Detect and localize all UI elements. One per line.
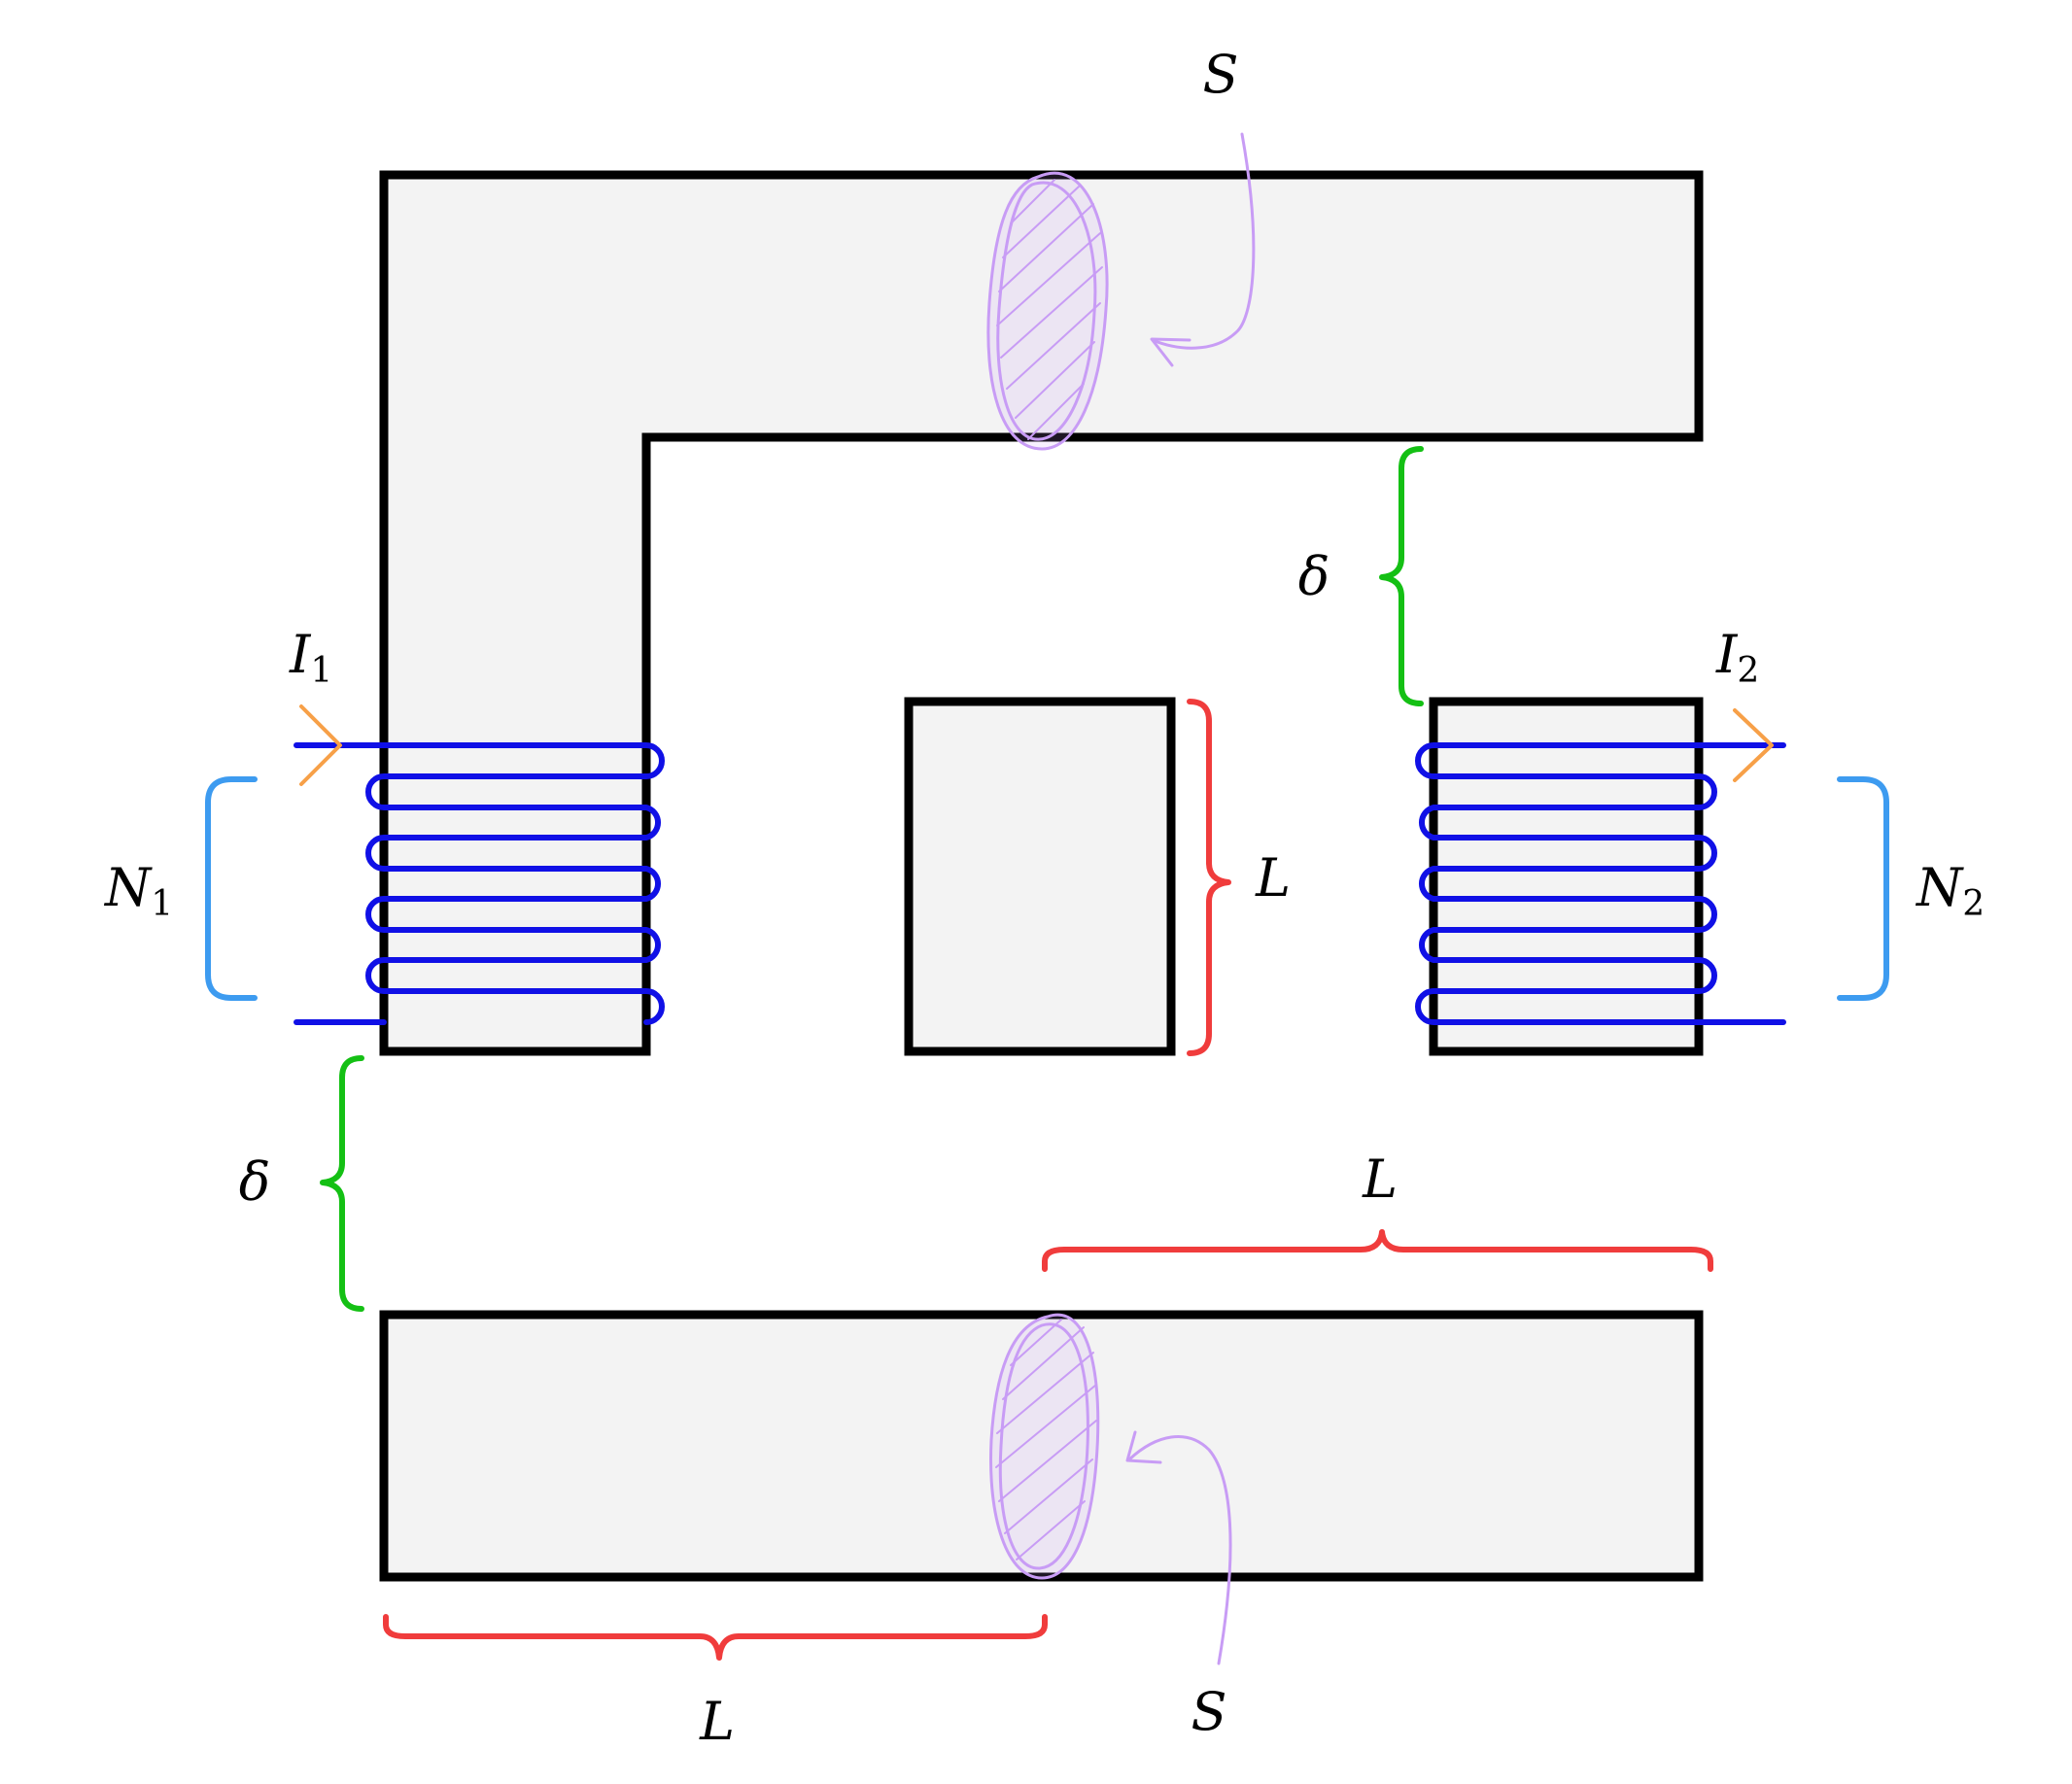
label-current-2: I2	[1715, 624, 1759, 691]
right-winding	[1415, 742, 1786, 1025]
right-winding-coil	[1415, 742, 1786, 1025]
label-gap-right: δ	[1298, 546, 1330, 607]
turns-1-brace	[205, 776, 258, 1001]
cross-section-bottom-shape	[989, 1313, 1100, 1580]
label-turns-2: N2	[1915, 857, 1985, 924]
label-current-1-symbol: I	[289, 624, 312, 685]
cross-section-bottom-outline-2	[998, 1322, 1089, 1570]
left-winding-coil	[294, 742, 665, 1025]
length-bottom-right-brace	[1042, 1229, 1713, 1272]
cross-section-top-outline-2	[996, 181, 1097, 441]
cross-section-bottom-hatching	[995, 1319, 1097, 1561]
label-turns-2-symbol: N	[1915, 857, 1964, 918]
cross-section-bottom-pointer	[1127, 1435, 1232, 1665]
label-cross-section-top: S	[1203, 44, 1239, 105]
label-length-bottom-left: L	[699, 1691, 735, 1752]
length-center-brace	[1187, 699, 1231, 1056]
length-bottom-left-brace	[383, 1614, 1048, 1661]
label-length-bottom-right: L	[1362, 1149, 1398, 1210]
cross-section-top	[986, 132, 1256, 451]
left-winding	[294, 742, 665, 1025]
right-core-block	[1429, 697, 1704, 1056]
bottom-core-bar	[379, 1310, 1704, 1582]
current-1-arrowhead	[299, 704, 342, 786]
label-current-1: I1	[289, 624, 332, 691]
cross-section-top-pointer	[1151, 132, 1256, 350]
cross-section-bottom	[989, 1313, 1232, 1665]
label-gap-left: δ	[239, 1151, 271, 1213]
upper-core-l-shape	[379, 170, 1704, 1056]
label-current-2-subscript: 2	[1737, 651, 1759, 691]
label-cross-section-bottom: S	[1191, 1681, 1227, 1742]
label-turns-1-subscript: 1	[151, 884, 173, 924]
gap-left-brace	[320, 1055, 364, 1312]
cross-section-top-pointer-head	[1150, 337, 1191, 367]
label-current-1-subscript: 1	[310, 651, 332, 691]
gap-right-brace	[1379, 446, 1424, 706]
turns-2-brace	[1837, 776, 1889, 1001]
current-2-arrowhead	[1733, 708, 1774, 782]
cross-section-top-shape	[986, 171, 1109, 451]
label-current-2-symbol: I	[1715, 624, 1739, 685]
label-length-center: L	[1255, 847, 1291, 909]
cross-section-top-hatching	[996, 179, 1103, 440]
label-turns-1: N1	[103, 857, 173, 924]
center-core-block	[904, 697, 1176, 1056]
cross-section-bottom-pointer-head	[1125, 1430, 1162, 1464]
label-turns-1-symbol: N	[103, 857, 153, 918]
label-turns-2-subscript: 2	[1962, 884, 1985, 924]
